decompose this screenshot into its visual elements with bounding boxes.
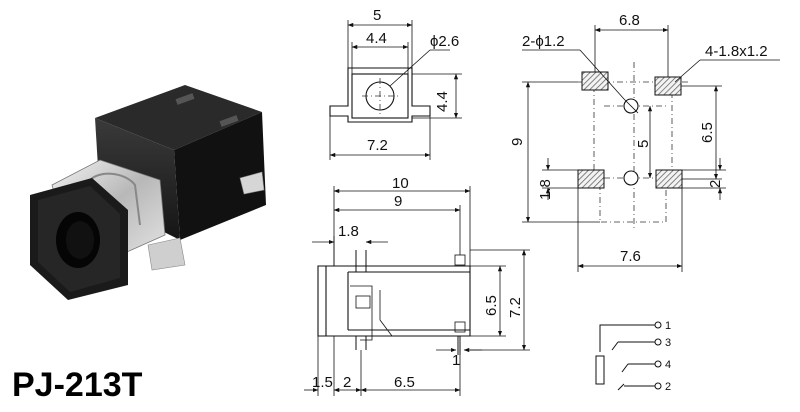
dim-side-front-lip: 1.5 xyxy=(312,374,333,391)
dim-top-overall-width: 5 xyxy=(373,7,381,24)
pad-top-left xyxy=(581,71,609,91)
dim-side-body-length: 9 xyxy=(394,193,402,210)
dim-top-inner-height: 4.4 xyxy=(434,91,451,112)
model-name: PJ-213T xyxy=(12,366,143,404)
dim-fp-hole-spacing: 5 xyxy=(635,140,652,148)
dim-side-height-outer: 7.2 xyxy=(507,297,524,318)
schematic-pin-4: 4 xyxy=(665,359,671,371)
dim-top-hole-diameter: ϕ2.6 xyxy=(430,33,459,50)
dim-fp-total-width: 7.6 xyxy=(620,248,641,265)
pad-bottom-left xyxy=(577,169,605,189)
dim-fp-pad-offset: 2 xyxy=(707,180,724,188)
dim-fp-pad-span: 6.8 xyxy=(619,12,640,29)
pin-schematic: 1 3 4 2 xyxy=(595,320,671,393)
dim-top-inner-width: 4.4 xyxy=(366,30,387,47)
pad-bottom-right xyxy=(655,169,683,189)
dim-fp-pad-height: 1.8 xyxy=(537,179,554,200)
dim-top-base-width: 7.2 xyxy=(367,137,388,154)
dim-fp-total-height: 9 xyxy=(509,138,526,146)
top-view: 5 4.4 ϕ2.6 4.4 7.2 xyxy=(329,7,462,160)
dim-side-height-inner: 6.5 xyxy=(483,295,500,316)
dim-side-lip-to-pin: 2 xyxy=(343,374,351,391)
mounting-hole-lower xyxy=(623,170,639,186)
schematic-pin-2: 2 xyxy=(665,381,671,393)
side-view: 10 9 1.8 7.2 6.5 1 1.5 2 6.5 xyxy=(304,175,530,396)
dim-side-overall-length: 10 xyxy=(392,175,409,192)
dim-side-pin-width: 1 xyxy=(452,352,460,369)
dim-fp-pad-row-spacing: 6.5 xyxy=(699,122,716,143)
dim-side-pin-spacing: 6.5 xyxy=(394,374,415,391)
schematic-pin-3: 3 xyxy=(665,337,671,349)
schematic-pin-1: 1 xyxy=(665,320,671,332)
product-photo xyxy=(30,85,266,300)
footprint-view: 6.8 2-ϕ1.2 4-1.8x1.2 9 5 6.5 1.8 2 xyxy=(509,12,780,272)
dim-fp-holes: 2-ϕ1.2 xyxy=(522,33,565,50)
dim-side-pin-offset: 1.8 xyxy=(338,223,359,240)
dim-fp-pads: 4-1.8x1.2 xyxy=(705,43,768,60)
